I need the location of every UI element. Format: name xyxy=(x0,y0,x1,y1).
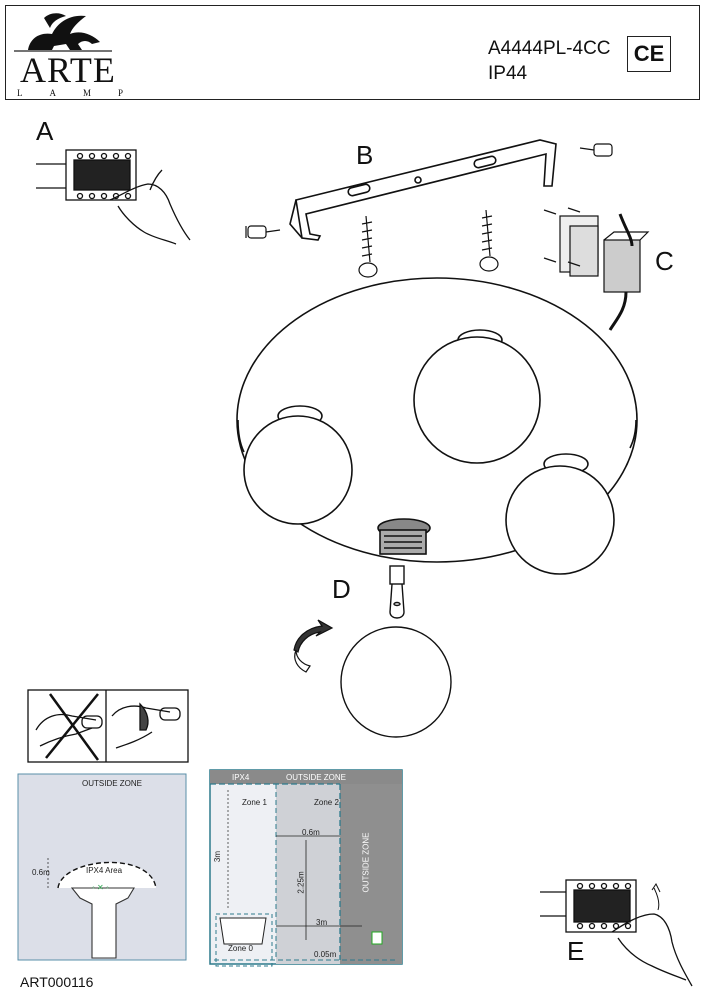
terminal-block-a-illustration xyxy=(36,149,191,245)
zone0-label: Zone 0 xyxy=(228,944,253,953)
dim-2-25m: 2.25m xyxy=(296,871,306,894)
left-height-label: 0.6m xyxy=(32,868,50,877)
ce-mark: CE xyxy=(627,36,671,72)
rotate-arrow-icon xyxy=(293,619,334,673)
dim-3m-height: 3m xyxy=(213,850,223,863)
ceiling-lamp-fixture xyxy=(236,277,638,575)
dim-0-6m: 0.6m xyxy=(302,828,320,837)
document-code: ART000116 xyxy=(20,974,94,990)
zone-diagram-right xyxy=(209,769,403,967)
zone-diagram-left: ◦ ✕ ◦ xyxy=(17,773,187,961)
step-d-label: D xyxy=(332,574,351,604)
step-e-label: E xyxy=(567,936,585,966)
mounting-bracket xyxy=(289,139,557,241)
model-number: A4444PL-4CC xyxy=(488,38,611,59)
dim-3m-width: 3m xyxy=(316,918,328,927)
wood-screws xyxy=(245,143,613,278)
header-frame xyxy=(5,5,700,100)
right-outside-zone-side-label: OUTSIDE ZONE xyxy=(361,832,371,893)
ipx4-label: IPX4 xyxy=(232,773,250,782)
griffin-logo xyxy=(28,13,100,51)
step-a-label: A xyxy=(36,116,54,146)
step-b-label: B xyxy=(356,140,374,170)
ipx4-area-label: IPX4 Area xyxy=(86,866,123,875)
right-outside-zone-top-label: OUTSIDE ZONE xyxy=(286,773,347,782)
zone1-label: Zone 1 xyxy=(242,798,267,807)
junction-box-c-illustration xyxy=(543,207,650,331)
terminal-block-e-illustration xyxy=(540,879,693,987)
zone2-label: Zone 2 xyxy=(314,798,339,807)
brand-name: ARTE xyxy=(20,50,116,90)
brand-subtitle: LAMP xyxy=(17,88,151,98)
svg-text:◦ ✕ ◦: ◦ ✕ ◦ xyxy=(92,883,109,892)
bulb-handling-warning xyxy=(27,689,189,763)
dim-0-05m: 0.05m xyxy=(314,950,337,959)
ip-rating: IP44 xyxy=(488,63,528,84)
step-c-label: C xyxy=(655,246,674,276)
left-outside-zone-label: OUTSIDE ZONE xyxy=(82,779,143,788)
bulb-and-shade-d xyxy=(340,565,452,738)
